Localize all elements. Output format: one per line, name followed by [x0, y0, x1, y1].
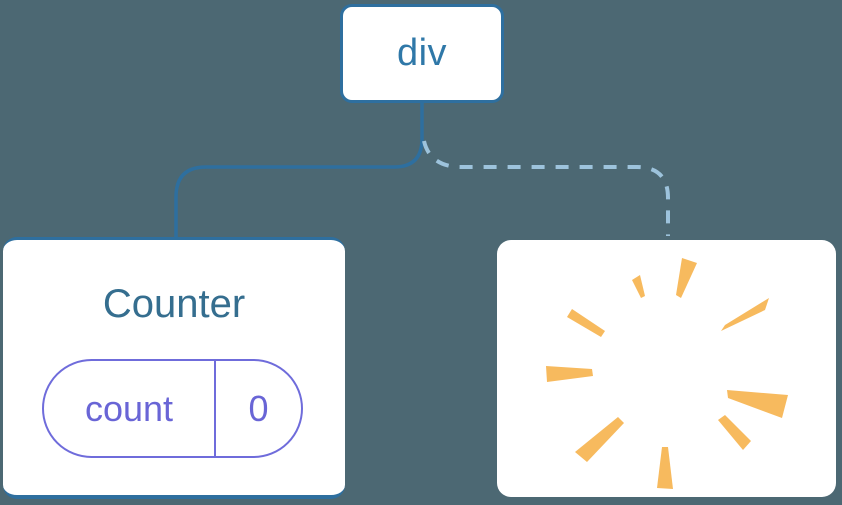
edge-dashed-root-to-removed — [422, 140, 670, 236]
state-pill: count 0 — [42, 359, 303, 458]
edge-solid-root-to-counter — [174, 101, 424, 239]
tree-node-div-label: div — [396, 32, 448, 74]
tree-node-removed — [497, 240, 836, 497]
tree-node-counter: Counter count 0 — [3, 237, 345, 499]
tree-node-div: div — [340, 4, 504, 103]
counter-title: Counter — [102, 282, 246, 326]
poof-burst-icon — [546, 258, 788, 489]
state-pill-key: count — [44, 361, 216, 456]
state-pill-value: 0 — [248, 387, 269, 429]
